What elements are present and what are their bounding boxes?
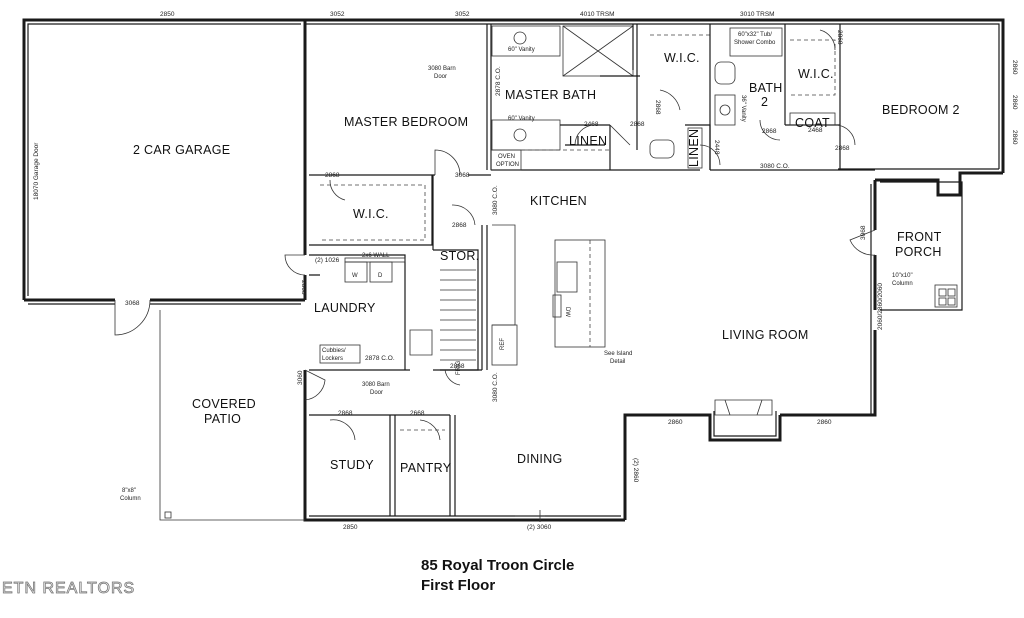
dimensions-door-2868-bath: 2868	[630, 121, 645, 128]
notes-tub: 60"x32" Tub/	[738, 32, 772, 38]
room-kitchen: KITCHEN	[530, 194, 587, 208]
notes-oven2: OPTION	[496, 162, 519, 168]
room-study: STUDY	[330, 458, 374, 472]
dimensions-top-4010: 4010 TRSM	[580, 11, 615, 18]
dimensions-top-3052b: 3052	[455, 11, 470, 18]
notes-vanity3: 36" Vanity	[740, 95, 746, 122]
dimension-labels: 2850 3052 3052 4010 TRSM 3010 TRSM 2860 …	[33, 11, 1018, 531]
dimensions-door-2868-bed2: 2868	[835, 145, 850, 152]
notes-column2b: Column	[120, 496, 141, 502]
notes-dw: DW	[564, 307, 570, 317]
notes-barn-door-2: 3080 Barn	[362, 382, 390, 388]
dimensions-door-2868-pantry: 2868	[450, 363, 465, 370]
dimensions-door-2868-laundry: 2868	[300, 280, 307, 295]
floor-title: First Floor	[421, 577, 496, 594]
dimensions-door-2468-mb: 2468	[584, 121, 599, 128]
dimensions-window-lr-side: 2060/2860/2060	[877, 283, 884, 330]
room-wic-bath: W.I.C.	[664, 51, 700, 65]
dimensions-door-2868-stor: 2868	[452, 222, 467, 229]
dimensions-garage-door: 18070 Garage Door	[33, 142, 40, 200]
dimensions-right-2860b: 2860	[1011, 95, 1018, 110]
notes-wh: 2x6 WALL	[362, 253, 390, 259]
notes-cubbies1: Cubbies/	[322, 348, 346, 354]
room-linen2: LINEN	[687, 129, 701, 167]
dimensions-door-3080-co-kit: 3080 C.O.	[492, 185, 499, 215]
room-dining: DINING	[517, 452, 563, 466]
room-pantry: PANTRY	[400, 461, 452, 475]
dimensions-door-2868-study: 2868	[338, 410, 353, 417]
room-laundry: LAUNDRY	[314, 301, 376, 315]
dimensions-right-2860a: 2860	[1011, 60, 1018, 75]
dimensions-top-3010: 3010 TRSM	[740, 11, 775, 18]
dimensions-door-2810: (2) 1026	[315, 257, 340, 264]
notes-cubbies2: Lockers	[322, 356, 343, 362]
notes-column1: 10"x10"	[892, 273, 913, 279]
dimensions-door-2468-coat: 2468	[808, 127, 823, 134]
notes-column2: 8"x8"	[122, 488, 136, 494]
room-covered-patio-line2: PATIO	[204, 412, 241, 426]
door-swings	[114, 29, 876, 522]
dimensions-window-2860-lr1: 2860	[668, 419, 683, 426]
room-wic-master: W.I.C.	[353, 207, 389, 221]
room-front-porch-line1: FRONT	[897, 230, 942, 244]
dimensions-door-3080-co: 3080 C.O.	[760, 163, 790, 170]
room-labels: 2 CAR GARAGE MASTER BEDROOM MASTER BATH …	[133, 51, 960, 475]
notes-island1: See Island	[604, 351, 632, 357]
dimensions-door-2878-co: 2878 C.O.	[365, 355, 395, 362]
notes-ref: REF	[500, 338, 506, 350]
notes-vanity2: 60" Vanity	[508, 116, 535, 122]
notes-dryer: D	[378, 273, 383, 279]
room-front-porch-line2: PORCH	[895, 245, 942, 259]
interior-walls	[303, 20, 875, 516]
dimensions-door-2868-bath2: 2868	[762, 128, 777, 135]
address-title: 85 Royal Troon Circle	[421, 557, 575, 574]
dimensions-bottom-3060: (2) 3060	[527, 524, 552, 531]
dimensions-right-2860c: 2860	[1011, 130, 1018, 145]
notes-barn-door-1b: Door	[434, 74, 447, 80]
dimensions-door-3060: 3060	[297, 370, 304, 385]
exterior-walls	[22, 18, 1005, 522]
notes-barn-door-2b: Door	[370, 390, 383, 396]
dimensions-door-2668-pantry: 2668	[410, 410, 425, 417]
room-stor: STOR.	[440, 249, 479, 263]
dimensions-door-2868-bed2b: 2868	[836, 30, 843, 45]
notes-vanity1: 60" Vanity	[508, 47, 535, 53]
room-garage: 2 CAR GARAGE	[133, 143, 230, 157]
dimensions-window-2860-din: (2) 2860	[632, 458, 639, 483]
notes-frig: FRIG	[456, 360, 462, 375]
dimensions-door-2868-wicm: 2868	[325, 172, 340, 179]
room-linen1: LINEN	[569, 134, 607, 148]
notes-barn-door-1: 3080 Barn	[428, 66, 456, 72]
dimensions-bottom-2850: 2850	[343, 524, 358, 531]
notes-island2: Detail	[610, 359, 625, 365]
room-bath2-line1: BATH	[749, 81, 783, 95]
dimensions-door-2448: 2448	[713, 140, 720, 155]
dimensions-window-2860-lr2: 2860	[817, 419, 832, 426]
dimensions-top-2850: 2850	[160, 11, 175, 18]
room-master-bedroom: MASTER BEDROOM	[344, 115, 468, 129]
plan-notes: 60" Vanity 60" Vanity 60"x32" Tub/ Showe…	[120, 32, 913, 502]
dimensions-door-2868-wic: 2868	[654, 100, 661, 115]
room-wic-bed2: W.I.C.	[798, 67, 834, 81]
room-bath2-line2: 2	[761, 95, 768, 109]
room-covered-patio-line1: COVERED	[192, 397, 256, 411]
dimensions-door-3080-co-din: 3080 C.O.	[492, 372, 499, 402]
notes-column1b: Column	[892, 281, 913, 287]
dimensions-door-3068-garage: 3068	[125, 300, 140, 307]
dimensions-door-3068-porch: 3068	[860, 225, 867, 240]
dimensions-door-3068-mb: 3068	[455, 172, 470, 179]
room-living-room: LIVING ROOM	[722, 328, 809, 342]
notes-tub2: Shower Combo	[734, 40, 776, 46]
dimensions-top-3052a: 3052	[330, 11, 345, 18]
title-block: 85 Royal Troon Circle First Floor	[421, 556, 574, 596]
watermark-logo: ETN REALTORS	[2, 580, 136, 598]
dimensions-door-2878: 2878 C.O.	[495, 66, 502, 96]
room-master-bath: MASTER BATH	[505, 88, 596, 102]
room-coat: COAT	[795, 116, 830, 130]
room-bedroom2: BEDROOM 2	[882, 103, 960, 117]
notes-oven1: OVEN	[498, 154, 515, 160]
notes-washer: W	[352, 273, 358, 279]
